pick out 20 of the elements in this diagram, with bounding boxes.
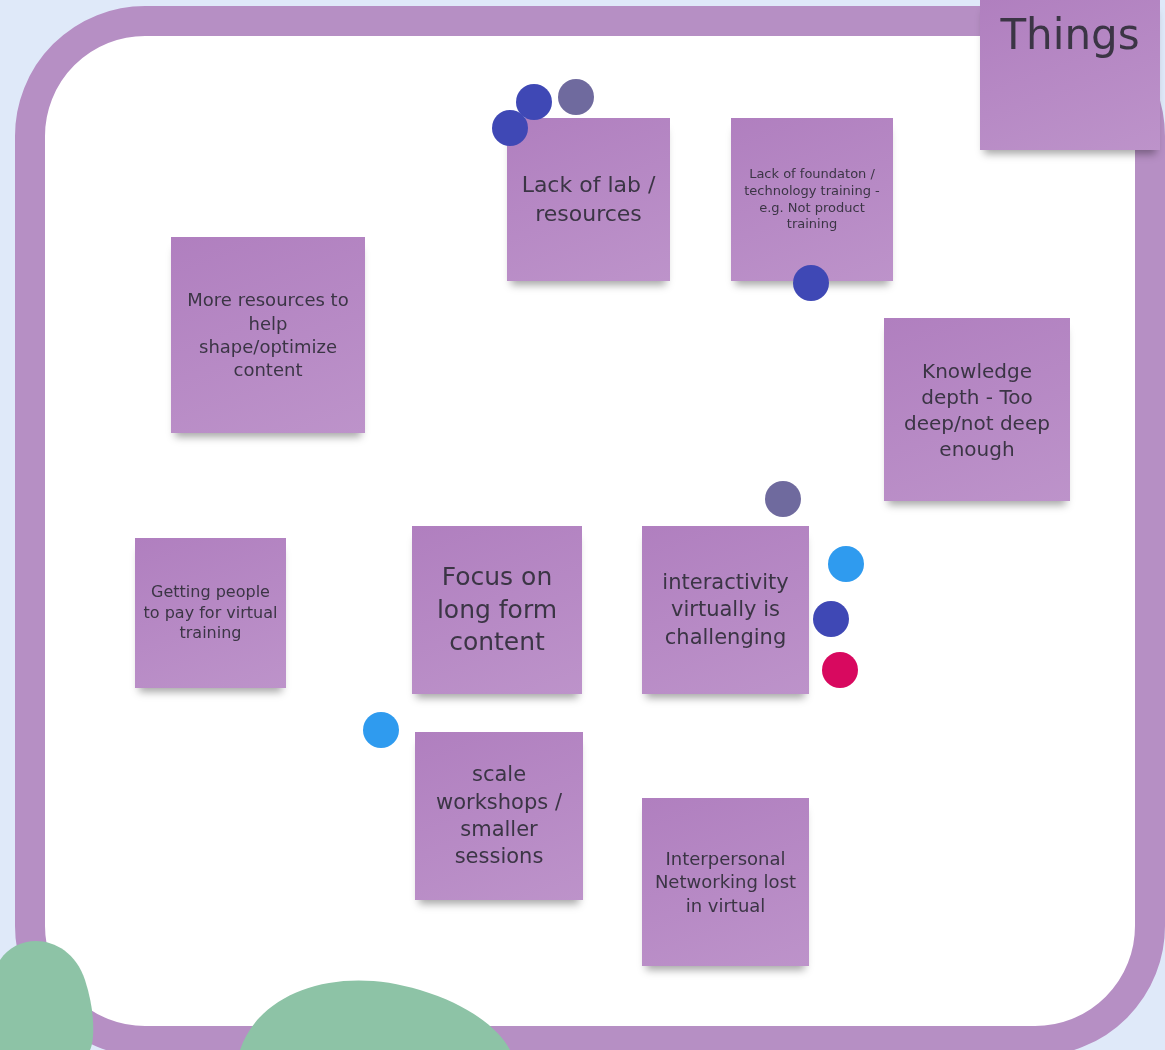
note-text: More resources to help shape/optimize content — [186, 288, 350, 382]
sticky-note — [642, 526, 809, 694]
note-text: Knowledge depth - Too deep/not deep enough — [903, 357, 1051, 462]
note-text: interactivity virtually is challenging — [661, 569, 790, 651]
note-text: Things — [1000, 9, 1140, 61]
note-text: scale workshops / smaller sessions — [435, 761, 563, 871]
note-text: Lack of lab / resources — [520, 170, 657, 228]
sticky-note — [731, 118, 893, 281]
sticky-note — [412, 526, 582, 694]
sticky-note — [884, 318, 1070, 501]
note-text: Focus on long form content — [435, 561, 559, 659]
sticky-note — [171, 237, 365, 433]
sticky-note — [507, 118, 670, 281]
note-text: Getting people to pay for virtual training — [143, 581, 278, 645]
note-text: Interpersonal Networking lost in virtual — [653, 846, 798, 918]
sticky-note — [135, 538, 286, 688]
sticky-note — [642, 798, 809, 966]
sticky-note — [980, 0, 1160, 150]
note-text: Lack of foundaton / technology training - e.g. Not product training — [743, 165, 881, 234]
sticky-note — [415, 732, 583, 900]
